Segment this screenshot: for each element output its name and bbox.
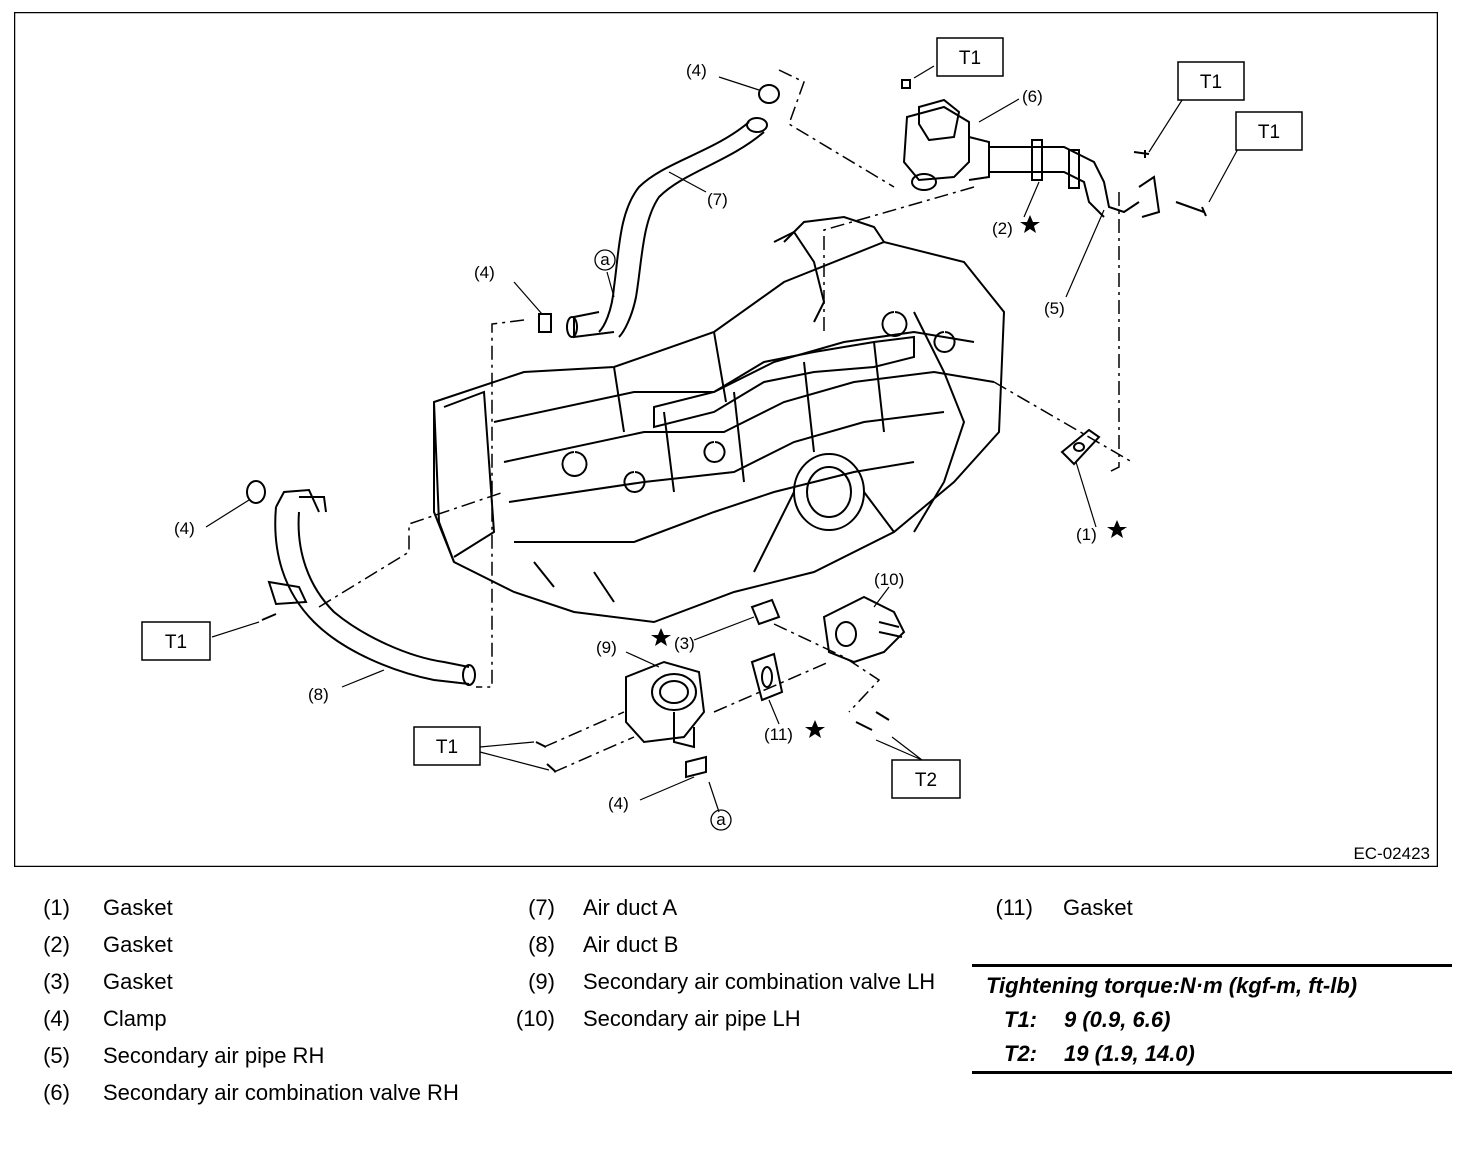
callout-4: (4) <box>474 263 495 282</box>
legend-item: (6) Secondary air combination valve RH <box>20 1078 480 1108</box>
valve-rh-drawing <box>902 98 990 191</box>
figure-frame <box>13 11 1439 868</box>
legend-item: (4) Clamp <box>20 1004 480 1034</box>
torque-row: T2: 19 (1.9, 14.0) <box>972 1037 1452 1071</box>
bolts-drawing <box>261 79 1207 773</box>
legend-text: Secondary air pipe RH <box>103 1042 325 1068</box>
star-3 <box>651 628 671 646</box>
torque-box-t1: T1 <box>165 632 187 653</box>
legend-number: (4) <box>43 1005 70 1031</box>
air-duct-b-drawing <box>267 488 476 686</box>
pipe-rh-drawing <box>989 139 1161 218</box>
torque-box-t1: T1 <box>1200 72 1222 93</box>
clamps-drawing <box>246 84 780 504</box>
torque-heading: Tightening torque:N·m (kgf-m, ft-lb) <box>986 973 1358 998</box>
callout-7: (7) <box>707 190 728 209</box>
callout-1: (1) <box>1076 525 1097 544</box>
legend-text: Gasket <box>103 968 173 994</box>
callout-8: (8) <box>308 685 329 704</box>
legend-number: (10) <box>515 1005 555 1031</box>
legend-number: (6) <box>43 1079 70 1105</box>
torque-value: 9 (0.9, 6.6) <box>1064 1007 1171 1032</box>
star-markers <box>651 215 1127 738</box>
star-1 <box>1107 520 1127 538</box>
legend-number: (2) <box>43 931 70 957</box>
callout-11: (11) <box>764 725 793 744</box>
legend-item: (2) Gasket <box>20 930 480 960</box>
marker-a: a <box>600 250 610 269</box>
engine-block-drawing <box>433 215 1006 624</box>
diagram-svg: T1 T1 T1 T1 T1 T2 (4) (6) (7) (2) (4) (5… <box>13 11 1439 868</box>
legend-number: (3) <box>43 968 70 994</box>
callout-4: (4) <box>608 794 629 813</box>
torque-boxes <box>141 37 1303 799</box>
legend-text: Secondary air combination valve LH <box>583 968 936 994</box>
alignment-lines <box>318 69 1133 773</box>
callout-4: (4) <box>174 519 195 538</box>
legend-number: (8) <box>528 931 555 957</box>
callout-4: (4) <box>686 61 707 80</box>
gaskets-drawing <box>750 428 1101 702</box>
torque-table: Tightening torque:N·m (kgf-m, ft-lb) T1:… <box>972 964 1452 1074</box>
torque-box-t2: T2 <box>915 770 937 791</box>
torque-value: 19 (1.9, 14.0) <box>1064 1041 1195 1066</box>
legend-text: Air duct B <box>583 931 679 957</box>
legend-item: (7) Air duct A <box>500 893 960 923</box>
legend-item: (1) Gasket <box>20 893 480 923</box>
legend-number: (7) <box>528 895 555 920</box>
torque-row: T1: 9 (0.9, 6.6) <box>972 1003 1452 1037</box>
torque-box-labels: T1 T1 T1 T1 T1 T2 <box>165 48 1280 791</box>
legend-text: Gasket <box>103 931 173 957</box>
legend-column-3: (11) Gasket <box>975 893 1175 930</box>
leader-lines <box>205 65 1240 813</box>
legend-text: Secondary air combination valve RH <box>103 1079 459 1105</box>
callout-9: (9) <box>596 638 617 657</box>
torque-box-t1: T1 <box>436 737 458 758</box>
marker-a: a <box>716 810 726 829</box>
legend-item: (5) Secondary air pipe RH <box>20 1041 480 1071</box>
callout-10: (10) <box>874 570 904 589</box>
legend-number: (1) <box>43 895 70 920</box>
legend-item: (10) Secondary air pipe LH <box>500 1004 960 1034</box>
legend-number: (9) <box>528 968 555 994</box>
callout-labels: (4) (6) (7) (2) (4) (5) (1) (4) (10) (3)… <box>174 61 1097 829</box>
figure-id: EC-02423 <box>1353 844 1430 863</box>
legend-text: Gasket <box>1063 895 1133 920</box>
legend-item: (9) Secondary air combination valve LH <box>500 967 960 997</box>
legend-item: (3) Gasket <box>20 967 480 997</box>
legend-number: (11) <box>995 895 1034 920</box>
legend-text: Clamp <box>103 1005 167 1031</box>
legend-item: (8) Air duct B <box>500 930 960 960</box>
callout-6: (6) <box>1022 87 1043 106</box>
legend-column-1: (1) Gasket (2) Gasket (3) Gasket (4) Clamp (… <box>20 893 480 1114</box>
legend-text: Air duct A <box>583 895 678 920</box>
star-11 <box>805 720 825 738</box>
torque-key: T2: <box>1004 1041 1037 1066</box>
air-duct-a-drawing <box>566 117 768 339</box>
marker-a-circles <box>594 249 732 831</box>
legend-text: Gasket <box>103 895 173 920</box>
legend-item: (11) Gasket <box>975 893 1175 923</box>
legend-number: (5) <box>43 1042 70 1068</box>
legend-column-2: (7) Air duct A (8) Air duct B (9) Secondary… <box>500 893 960 1041</box>
valve-lh-drawing <box>625 660 707 779</box>
pipe-lh-drawing <box>822 595 906 664</box>
callout-2: (2) <box>992 219 1013 238</box>
star-2 <box>1020 215 1040 233</box>
diagram-figure: T1 T1 T1 T1 T1 T2 (4) (6) (7) (2) (4) (5… <box>13 11 1439 868</box>
callout-3: (3) <box>674 634 695 653</box>
callout-5: (5) <box>1044 299 1065 318</box>
legend-text: Secondary air pipe LH <box>583 1005 801 1031</box>
torque-box-t1: T1 <box>1258 122 1280 143</box>
torque-key: T1: <box>1004 1007 1037 1032</box>
torque-box-t1: T1 <box>959 48 981 69</box>
